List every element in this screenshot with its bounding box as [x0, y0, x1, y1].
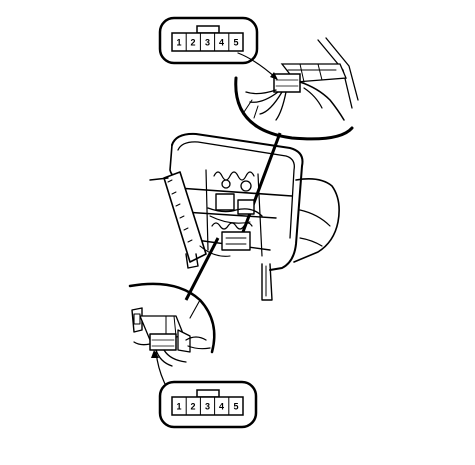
top-connector-latch [196, 25, 220, 34]
left-seat-rail [163, 171, 207, 263]
seat-cushion [293, 178, 340, 263]
top-pin-4: 4 [219, 38, 224, 48]
bottom-connector-callout: 1 2 3 4 5 [158, 380, 258, 429]
bottom-pin-2: 2 [190, 402, 195, 412]
top-pin-3: 3 [205, 38, 210, 48]
bottom-pin-3: 3 [205, 402, 210, 412]
top-pin-5: 5 [233, 38, 238, 48]
top-connector-callout: 1 2 3 4 5 [158, 16, 259, 65]
seat-assembly [149, 132, 340, 301]
bottom-pin-1: 1 [176, 402, 181, 412]
bottom-leader-line [184, 237, 220, 301]
top-detail-view [234, 37, 359, 141]
top-connector-face [171, 32, 244, 52]
bottom-pin-5: 5 [233, 402, 238, 412]
bottom-connector-latch [196, 389, 220, 398]
bottom-connector-face [171, 396, 244, 416]
top-detail-circle-arc [234, 76, 354, 141]
top-pin-1: 1 [176, 38, 181, 48]
top-pin-2: 2 [190, 38, 195, 48]
bottom-detail-view [128, 282, 216, 387]
bottom-pin-4: 4 [219, 402, 224, 412]
rear-leg [261, 263, 273, 301]
seatback-frame [171, 132, 304, 271]
